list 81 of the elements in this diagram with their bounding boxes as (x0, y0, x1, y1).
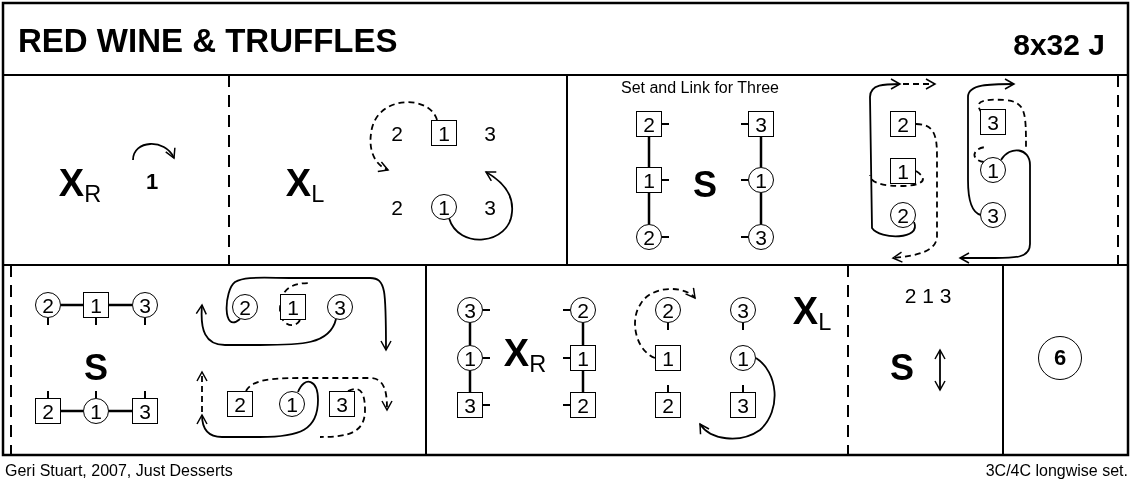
numbered-square: 3 (457, 392, 483, 418)
numbered-circle: 1 (431, 194, 457, 220)
numbered-square: 3 (132, 398, 158, 424)
hands-line (581, 323, 585, 345)
dancer-number: 3 (484, 196, 496, 218)
track-arrow (196, 380, 319, 438)
numbered-square: 3 (730, 392, 756, 418)
numbered-square: 2 (636, 111, 662, 137)
set-format: 3C/4C longwise set. (985, 463, 1128, 479)
numbered-circle: 6 (1038, 336, 1082, 380)
track-arrow (959, 149, 1031, 264)
hands-line (109, 303, 132, 307)
hands-line (61, 409, 83, 413)
hands-line (109, 409, 132, 413)
hands-line (647, 193, 651, 224)
numbered-circle: 2 (35, 292, 61, 318)
numbered-circle: 2 (890, 202, 916, 228)
track-arrow (195, 304, 337, 346)
numbered-circle: 2 (570, 297, 596, 323)
numbered-circle: 3 (980, 202, 1006, 228)
numbered-square: 3 (329, 391, 355, 417)
hands-line (581, 371, 585, 392)
figure-label: S (84, 350, 108, 386)
numbered-circle: 1 (748, 167, 774, 193)
numbered-circle: 1 (83, 398, 109, 424)
numbered-square: 3 (980, 109, 1006, 135)
hands-line (61, 303, 83, 307)
numbered-circle: 1 (457, 345, 483, 371)
track-arrow (369, 101, 438, 172)
numbered-circle: 1 (980, 157, 1006, 183)
track-arrow (892, 123, 938, 263)
numbered-square: 2 (35, 398, 61, 424)
numbered-square: 1 (636, 167, 662, 193)
dancer-number: 3 (484, 122, 496, 144)
hands-line (647, 137, 651, 167)
figure-label: S (890, 350, 914, 386)
track-arrow (869, 78, 916, 238)
figure-label: S (693, 167, 717, 203)
track-arrow (245, 377, 393, 411)
numbered-circle: 1 (730, 345, 756, 371)
numbered-square: 1 (431, 120, 457, 146)
track-arrow (225, 276, 392, 351)
track-arrow (967, 78, 1015, 216)
figure-label: X$_{R}$ (503, 333, 547, 377)
numbered-square: 2 (227, 391, 253, 417)
numbered-square: 1 (570, 345, 596, 371)
hands-line (468, 323, 472, 345)
hands-line (759, 193, 763, 224)
numbered-circle: 3 (730, 297, 756, 323)
hands-line (759, 137, 763, 167)
numbered-square: 1 (83, 292, 109, 318)
numbered-circle: 2 (232, 294, 258, 320)
dancer-number: 2 (391, 122, 403, 144)
numbered-circle: 3 (132, 292, 158, 318)
figure-label: X$_{L}$ (792, 291, 832, 335)
numbered-square: 1 (280, 294, 306, 320)
track-arrow (699, 357, 776, 440)
track-arrow (448, 171, 514, 241)
numbered-circle: 3 (748, 224, 774, 250)
track-arrow (634, 287, 696, 359)
bar-number: 1 (145, 171, 159, 193)
hands-line (468, 371, 472, 392)
numbered-circle: 1 (279, 391, 305, 417)
numbered-square: 2 (890, 111, 916, 137)
figure-title: Set and Link for Three (621, 80, 779, 96)
numbered-circle: 2 (655, 297, 681, 323)
numbered-square: 1 (655, 345, 681, 371)
dancer-order: 2 1 3 (904, 284, 952, 306)
figure-label: X$_{L}$ (285, 163, 325, 207)
figure-label: X$_{R}$ (58, 163, 102, 207)
numbered-circle: 3 (327, 294, 353, 320)
author-credit: Geri Stuart, 2007, Just Desserts (5, 463, 233, 479)
dance-title: RED WINE & TRUFFLES (18, 24, 398, 57)
numbered-square: 3 (748, 111, 774, 137)
dancer-number: 2 (391, 196, 403, 218)
numbered-circle: 2 (636, 224, 662, 250)
numbered-square: 2 (570, 392, 596, 418)
numbered-circle: 3 (457, 297, 483, 323)
numbered-square: 1 (890, 158, 916, 184)
numbered-square: 2 (655, 392, 681, 418)
tempo-label: 8x32 J (1013, 30, 1105, 60)
